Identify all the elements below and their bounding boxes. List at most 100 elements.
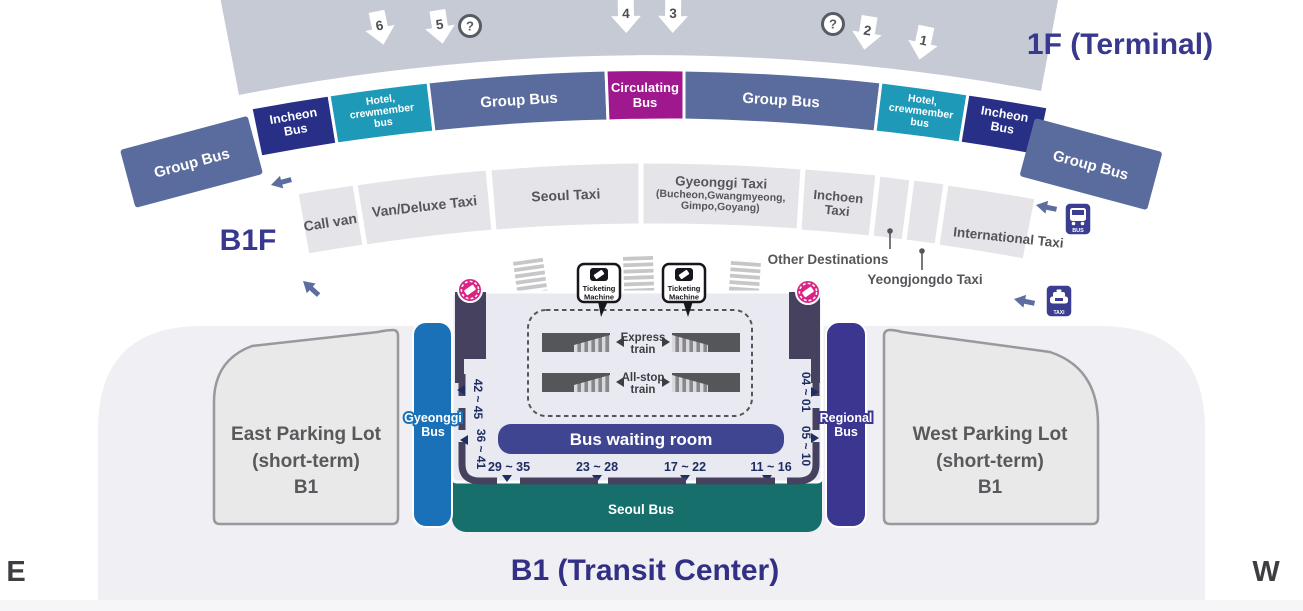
seoul-bus-label: Seoul Bus — [608, 502, 674, 517]
gyeonggi-bus-label-group: Gyeonggi Bus — [402, 409, 464, 441]
ticketing-machine-callout: Ticketing Machine — [661, 262, 707, 317]
right-arrow-icon — [811, 433, 819, 443]
van-deluxe-taxi-stop — [354, 167, 495, 248]
floor-title-1f: 1F (Terminal) — [1027, 28, 1213, 61]
east-parking-label: B1 — [294, 477, 319, 498]
left-arrow-icon — [271, 175, 292, 189]
bus-waiting-room — [498, 424, 784, 454]
bottom-gate-numbers: 29 ~ 35 23 ~ 28 17 ~ 22 11 ~ 16 — [488, 460, 792, 482]
call-van-stop — [295, 182, 366, 257]
circulating-bus-label: Bus — [633, 95, 658, 110]
right-arrow-icon — [662, 377, 670, 387]
terminal-gate-arrows: 6 5 4 3 2 1 — [365, 0, 938, 60]
gate-number: 4 — [622, 6, 630, 21]
group-bus-block-west: Group Bus — [1020, 118, 1162, 210]
pillar-west — [789, 292, 820, 383]
compass-east: E — [6, 556, 25, 588]
left-arrow-icon — [616, 337, 624, 347]
bus-stop-band — [249, 68, 1050, 159]
hotel-bus-label: bus — [373, 116, 393, 130]
gate-arrow-2: 2 — [852, 14, 882, 50]
express-train-row: Express train — [542, 332, 740, 356]
yeongjongdo-taxi-stop — [903, 177, 947, 247]
group-bus-label: Group Bus — [742, 90, 820, 112]
right-arrow-icon — [662, 337, 670, 347]
ticket-gate-icon — [457, 277, 483, 303]
seoul-taxi-label: Seoul Taxi — [531, 186, 601, 205]
floor-title-b1-transit: B1 (Transit Center) — [511, 554, 779, 587]
gyeonggi-taxi-sublabel: (Bucheon,Gwangmyeong, — [656, 188, 786, 205]
gyeonggi-taxi-sublabel: Gimpo,Goyang) — [681, 200, 760, 215]
all-stop-train-label: train — [631, 384, 656, 396]
east-parking-label: (short-term) — [252, 451, 360, 472]
left-arrow-icon — [1014, 294, 1036, 308]
yeongjongdo-callout: Yeongjongdo Taxi — [867, 248, 983, 287]
incheon-bus-label: Bus — [283, 121, 309, 139]
express-train-label: Express — [621, 332, 666, 344]
train-platform-area — [527, 309, 753, 417]
other-destinations-callout: Other Destinations — [768, 228, 893, 267]
gate-range: 17 ~ 22 — [664, 460, 706, 474]
other-destinations-label: Other Destinations — [768, 252, 889, 267]
inchoen-taxi-label: Inchoen — [813, 187, 864, 207]
group-bus-label: Group Bus — [480, 90, 558, 112]
gate-range-right: 05 ~ 10 — [799, 426, 813, 467]
help-icon: ? — [458, 14, 482, 38]
down-arrow-icon — [502, 475, 512, 482]
ticketing-machine-label: Machine — [584, 293, 614, 302]
compass-west: W — [1252, 556, 1280, 588]
escalator-stripes — [574, 335, 610, 352]
taxi-band — [295, 160, 1038, 262]
gate-arrow-4: 4 — [611, 0, 641, 33]
left-arrow-icon — [457, 385, 465, 395]
gate-arrow-5: 5 — [425, 8, 455, 44]
help-glyph: ? — [466, 19, 474, 34]
gate-arrow-1: 1 — [908, 24, 938, 60]
express-train-label: train — [631, 344, 656, 356]
seoul-taxi-stop — [488, 160, 642, 233]
gate-number: 3 — [669, 6, 677, 21]
crosswalk — [623, 255, 655, 293]
left-arrow-icon — [1036, 200, 1058, 214]
ticketing-machine-label: Ticketing — [583, 284, 616, 293]
gyeonggi-bus-label: Gyeonggi — [404, 411, 462, 425]
bottom-strip — [0, 600, 1303, 611]
ticketing-machine-label: Machine — [669, 293, 699, 302]
inchoen-taxi-stop — [798, 166, 879, 239]
bus-icon-label: BUS — [1072, 228, 1084, 234]
gyeonggi-bus-zone — [412, 321, 453, 528]
left-arrow-icon — [460, 435, 468, 445]
bus-waiting-room-label: Bus waiting room — [570, 430, 713, 449]
west-parking-lot: West Parking Lot (short-term) B1 — [882, 328, 1100, 526]
gate-range-right: 04 ~ 01 — [799, 372, 813, 413]
gate-range-left: 42 ~ 45 — [471, 379, 485, 420]
gate-number: 5 — [435, 16, 445, 32]
east-parking-label: East Parking Lot — [231, 424, 382, 445]
hotel-bus-label: Hotel, — [365, 92, 396, 108]
gate-number: 6 — [374, 17, 385, 33]
gyeonggi-taxi-stop — [640, 160, 804, 232]
escalator-stripes — [672, 335, 708, 352]
regional-bus-zone — [825, 321, 867, 528]
group-bus-block-east: Group Bus — [120, 116, 263, 208]
incheon-bus-label: Bus — [990, 119, 1016, 137]
yeongjongdo-taxi-label: Yeongjongdo Taxi — [867, 272, 982, 287]
international-taxi-stop — [936, 182, 1038, 262]
help-glyph: ? — [829, 17, 837, 32]
hotel-bus-label: Hotel, — [907, 92, 938, 108]
terminal-building-band — [220, 0, 1058, 95]
left-arrow-icon — [616, 377, 624, 387]
all-stop-train-row: All-stop train — [542, 372, 740, 396]
all-stop-train-label: All-stop — [622, 372, 665, 384]
other-destinations-stop — [870, 173, 913, 243]
east-parking-lot: East Parking Lot (short-term) B1 — [212, 328, 400, 526]
escalator-stripes — [672, 375, 708, 392]
west-parking-label: West Parking Lot — [913, 424, 1069, 445]
escalator-stripes — [574, 375, 610, 392]
taxi-icon-label: TAXI — [1053, 310, 1065, 316]
gate-number: 1 — [918, 32, 929, 48]
help-icon: ? — [821, 12, 845, 36]
circulating-bus-label: Circulating — [611, 80, 679, 95]
hotel-bus-label: bus — [910, 116, 930, 130]
